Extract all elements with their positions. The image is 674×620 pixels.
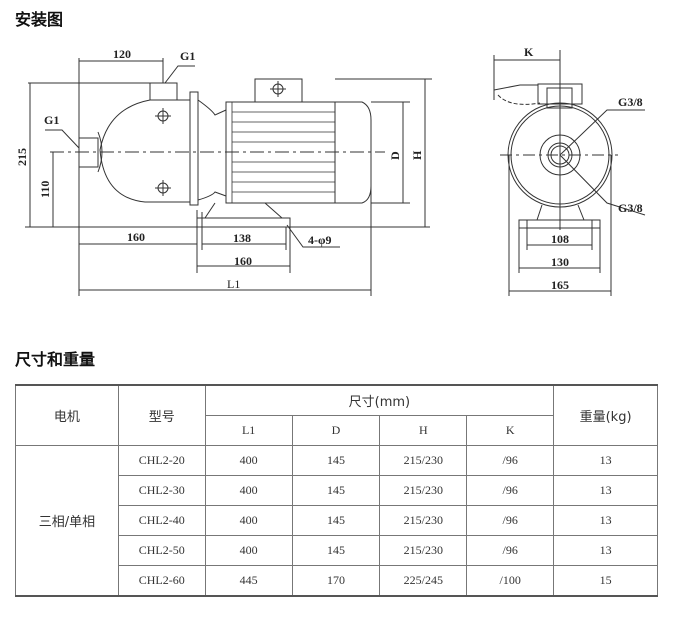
weight: 13 xyxy=(553,475,658,506)
weight: 13 xyxy=(553,445,658,476)
h: 215/230 xyxy=(379,535,468,566)
dimensions-weight-title: 尺寸和重量 xyxy=(15,350,96,369)
table-row: CHL2-60 445 170 225/245 /100 15 xyxy=(16,565,658,596)
l1: 445 xyxy=(204,565,293,596)
d: 170 xyxy=(291,565,381,596)
l1: 400 xyxy=(204,535,293,566)
h: 215/230 xyxy=(379,475,468,506)
l1: 400 xyxy=(204,475,293,506)
dim-160-foot: 160 xyxy=(234,254,252,268)
label-g38-bottom: G3/8 xyxy=(618,201,643,215)
dim-160-left: 160 xyxy=(127,230,145,244)
front-view: K G3/8 G3/8 108 130 165 xyxy=(493,45,646,296)
dim-108: 108 xyxy=(551,232,569,246)
table-row: CHL2-40 400 145 215/230 /96 13 xyxy=(16,505,658,536)
label-4-holes: 4-φ9 xyxy=(308,233,331,247)
d: 145 xyxy=(291,535,381,566)
h: 215/230 xyxy=(379,505,468,536)
header-motor: 电机 xyxy=(15,385,119,446)
d: 145 xyxy=(291,505,381,536)
header-row: 电机 型号 尺寸(mm) 重量(kg) xyxy=(15,385,658,446)
header-l1: L1 xyxy=(204,415,293,446)
label-g1-inlet: G1 xyxy=(44,113,59,127)
dimensions-table: 电机 型号 尺寸(mm) 重量(kg) L1 D H K 三相/单相 CHL2-… xyxy=(15,384,658,597)
header-h: H xyxy=(379,415,468,446)
dim-130: 130 xyxy=(551,255,569,269)
model: CHL2-50 xyxy=(117,535,206,566)
installation-drawing-title: 安装图 xyxy=(15,10,64,29)
table-row: CHL2-30 400 145 215/230 /96 13 xyxy=(16,475,658,506)
k: /96 xyxy=(466,505,555,536)
k: /96 xyxy=(466,445,555,476)
model: CHL2-60 xyxy=(117,565,206,596)
l1: 400 xyxy=(204,445,293,476)
side-view: 120 G1 G1 215 110 160 138 160 4-φ9 L1 D … xyxy=(15,47,432,296)
weight: 13 xyxy=(553,505,658,536)
table-row: CHL2-50 400 145 215/230 /96 13 xyxy=(16,535,658,566)
label-g1-outlet: G1 xyxy=(180,49,195,63)
h: 215/230 xyxy=(379,445,468,476)
header-dimensions: 尺寸(mm) xyxy=(204,385,555,416)
d: 145 xyxy=(291,445,381,476)
l1: 400 xyxy=(204,505,293,536)
dim-165: 165 xyxy=(551,278,569,292)
dim-h: H xyxy=(410,150,424,160)
dim-l1: L1 xyxy=(227,277,240,291)
weight: 15 xyxy=(553,565,658,596)
model: CHL2-40 xyxy=(117,505,206,536)
dim-k: K xyxy=(524,45,534,59)
dim-d: D xyxy=(388,151,402,160)
dim-138: 138 xyxy=(233,231,251,245)
dim-110: 110 xyxy=(38,181,52,198)
h: 225/245 xyxy=(379,565,468,596)
d: 145 xyxy=(291,475,381,506)
model: CHL2-30 xyxy=(117,475,206,506)
table-row: 三相/单相 CHL2-20 400 145 215/230 /96 13 xyxy=(15,445,658,597)
header-weight: 重量(kg) xyxy=(553,385,658,446)
weight: 13 xyxy=(553,535,658,566)
dim-215: 215 xyxy=(15,148,29,166)
model: CHL2-20 xyxy=(117,445,206,476)
header-d: D xyxy=(291,415,381,446)
header-model: 型号 xyxy=(117,385,206,446)
label-g38-top: G3/8 xyxy=(618,95,643,109)
k: /96 xyxy=(466,475,555,506)
dim-120: 120 xyxy=(113,47,131,61)
installation-drawing: 120 G1 G1 215 110 160 138 160 4-φ9 L1 D … xyxy=(15,45,646,296)
k: /96 xyxy=(466,535,555,566)
motor-type: 三相/单相 xyxy=(15,445,119,597)
header-k: K xyxy=(466,415,555,446)
k: /100 xyxy=(466,565,555,596)
